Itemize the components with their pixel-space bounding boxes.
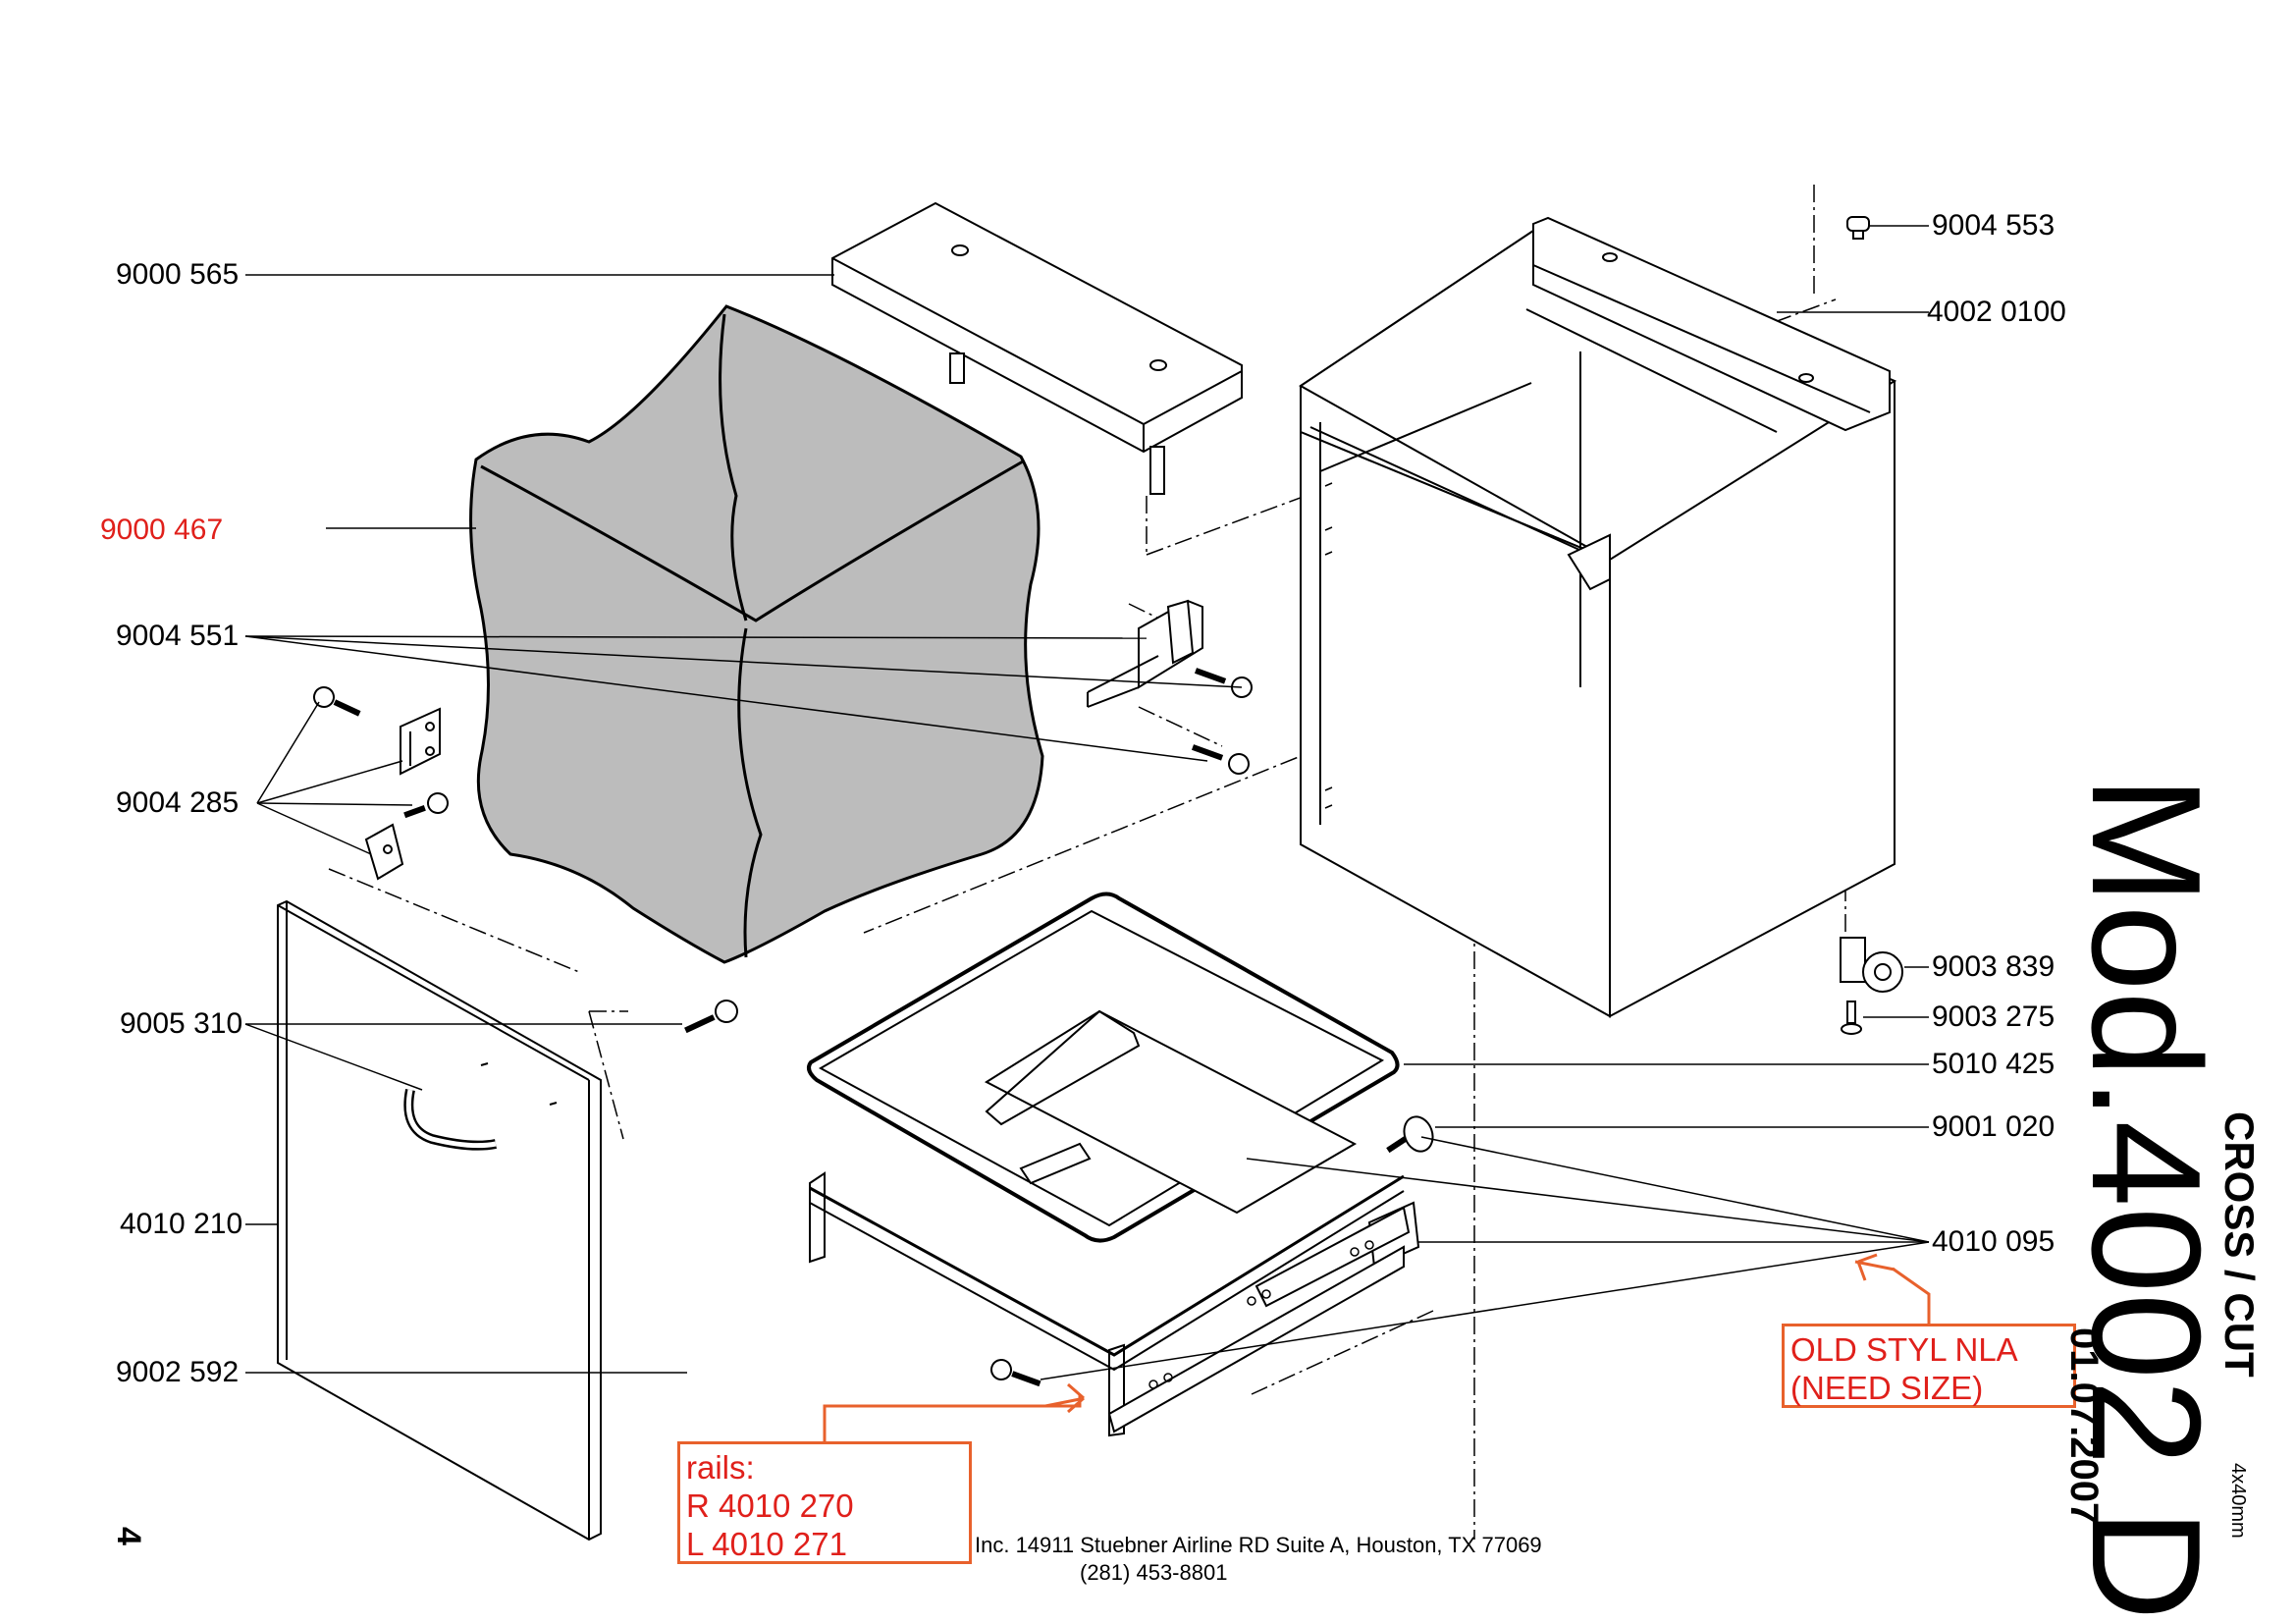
label-9004-551: 9004 551 bbox=[116, 620, 240, 652]
model-date: 01.07.2007 bbox=[2062, 1327, 2106, 1525]
footer-phone: (281) 453-8801 bbox=[1080, 1560, 1228, 1585]
leader-lines bbox=[244, 225, 1930, 1380]
rails-note: rails: R 4010 270 L 4010 271 bbox=[677, 1441, 972, 1564]
old-style-note-line2: (NEED SIZE) bbox=[1790, 1370, 1984, 1406]
label-9001-020: 9001 020 bbox=[1932, 1110, 2056, 1143]
label-4010-210: 4010 210 bbox=[120, 1208, 243, 1240]
page-number: 4 bbox=[110, 1527, 147, 1545]
old-style-note-line1: OLD STYL NLA bbox=[1790, 1331, 2018, 1368]
callout-arrows bbox=[823, 1253, 1931, 1441]
label-9003-839: 9003 839 bbox=[1932, 950, 2056, 983]
cabinet-body bbox=[1299, 216, 1897, 1018]
label-9003-275: 9003 275 bbox=[1932, 1001, 2056, 1033]
label-9004-285: 9004 285 bbox=[116, 786, 240, 819]
hinge-right bbox=[1087, 599, 1203, 708]
screws bbox=[313, 216, 1903, 1387]
label-9005-310: 9005 310 bbox=[120, 1007, 243, 1040]
label-9000-467: 9000 467 bbox=[100, 514, 224, 546]
door-panel bbox=[277, 899, 602, 1542]
rails-note-title: rails: bbox=[686, 1449, 755, 1486]
model-size: 4x40mm bbox=[2227, 1463, 2249, 1539]
caster bbox=[1840, 937, 1903, 1035]
label-9004-553: 9004 553 bbox=[1932, 209, 2056, 242]
label-9000-565: 9000 565 bbox=[116, 258, 240, 291]
frame-rails bbox=[807, 892, 1420, 1437]
label-5010-425: 5010 425 bbox=[1932, 1048, 2056, 1080]
model-variant: CROSS / CUT bbox=[2216, 1111, 2263, 1378]
label-4002-0100: 4002 0100 bbox=[1927, 296, 2066, 328]
laundry-bag bbox=[469, 304, 1044, 964]
label-9002-592: 9002 592 bbox=[116, 1356, 240, 1388]
footer-address: Inc. 14911 Stuebner Airline RD Suite A, … bbox=[975, 1533, 1542, 1557]
label-4010-095: 4010 095 bbox=[1932, 1225, 2056, 1258]
old-style-note: OLD STYL NLA (NEED SIZE) bbox=[1782, 1324, 2076, 1408]
rails-note-left: L 4010 271 bbox=[686, 1526, 847, 1562]
shelf-board bbox=[831, 201, 1243, 495]
hinge-left bbox=[364, 707, 441, 881]
rails-note-right: R 4010 270 bbox=[686, 1488, 854, 1524]
